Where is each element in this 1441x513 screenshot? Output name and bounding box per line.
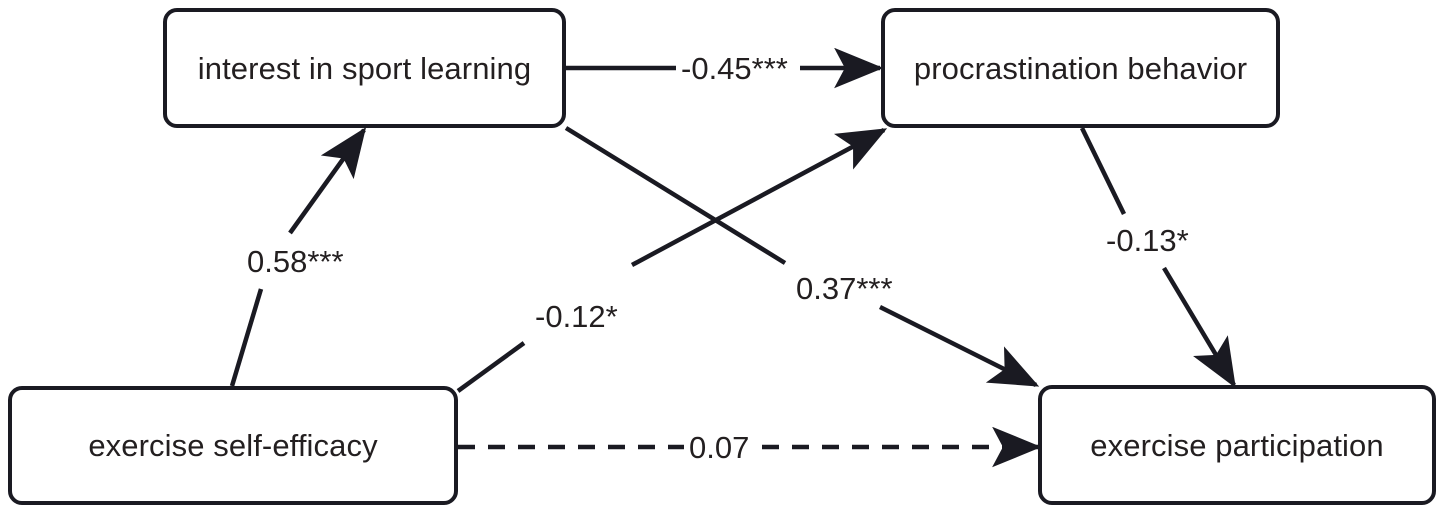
edge-label-selfefficacy-to-interest: 0.58***	[242, 245, 349, 278]
node-procrastination-behavior[interactable]: procrastination behavior	[881, 8, 1280, 128]
edge-selfefficacy-to-interest	[229, 127, 367, 387]
edge-label-procrastination-to-participation: -0.13*	[1101, 224, 1194, 257]
node-exercise-participation[interactable]: exercise participation	[1038, 385, 1436, 505]
node-label: procrastination behavior	[913, 50, 1248, 86]
node-label: exercise participation	[1090, 427, 1384, 463]
edge-label-selfefficacy-to-participation: 0.07	[684, 431, 755, 464]
edge-interest-to-participation	[564, 126, 1040, 388]
node-label: exercise self-efficacy	[88, 428, 378, 463]
node-label: interest in sport learning	[197, 50, 532, 86]
node-exercise-self-efficacy[interactable]: exercise self-efficacy	[8, 386, 458, 505]
edge-procrastination-to-participation	[1079, 127, 1236, 389]
edge-label-interest-to-participation: 0.37***	[791, 272, 898, 305]
edge-selfefficacy-to-procrastination	[456, 128, 888, 393]
node-interest-in-sport-learning[interactable]: interest in sport learning	[163, 8, 566, 128]
edge-label-interest-to-procrastination: -0.45***	[676, 52, 793, 85]
edge-label-selfefficacy-to-procrastination: -0.12*	[530, 300, 623, 333]
